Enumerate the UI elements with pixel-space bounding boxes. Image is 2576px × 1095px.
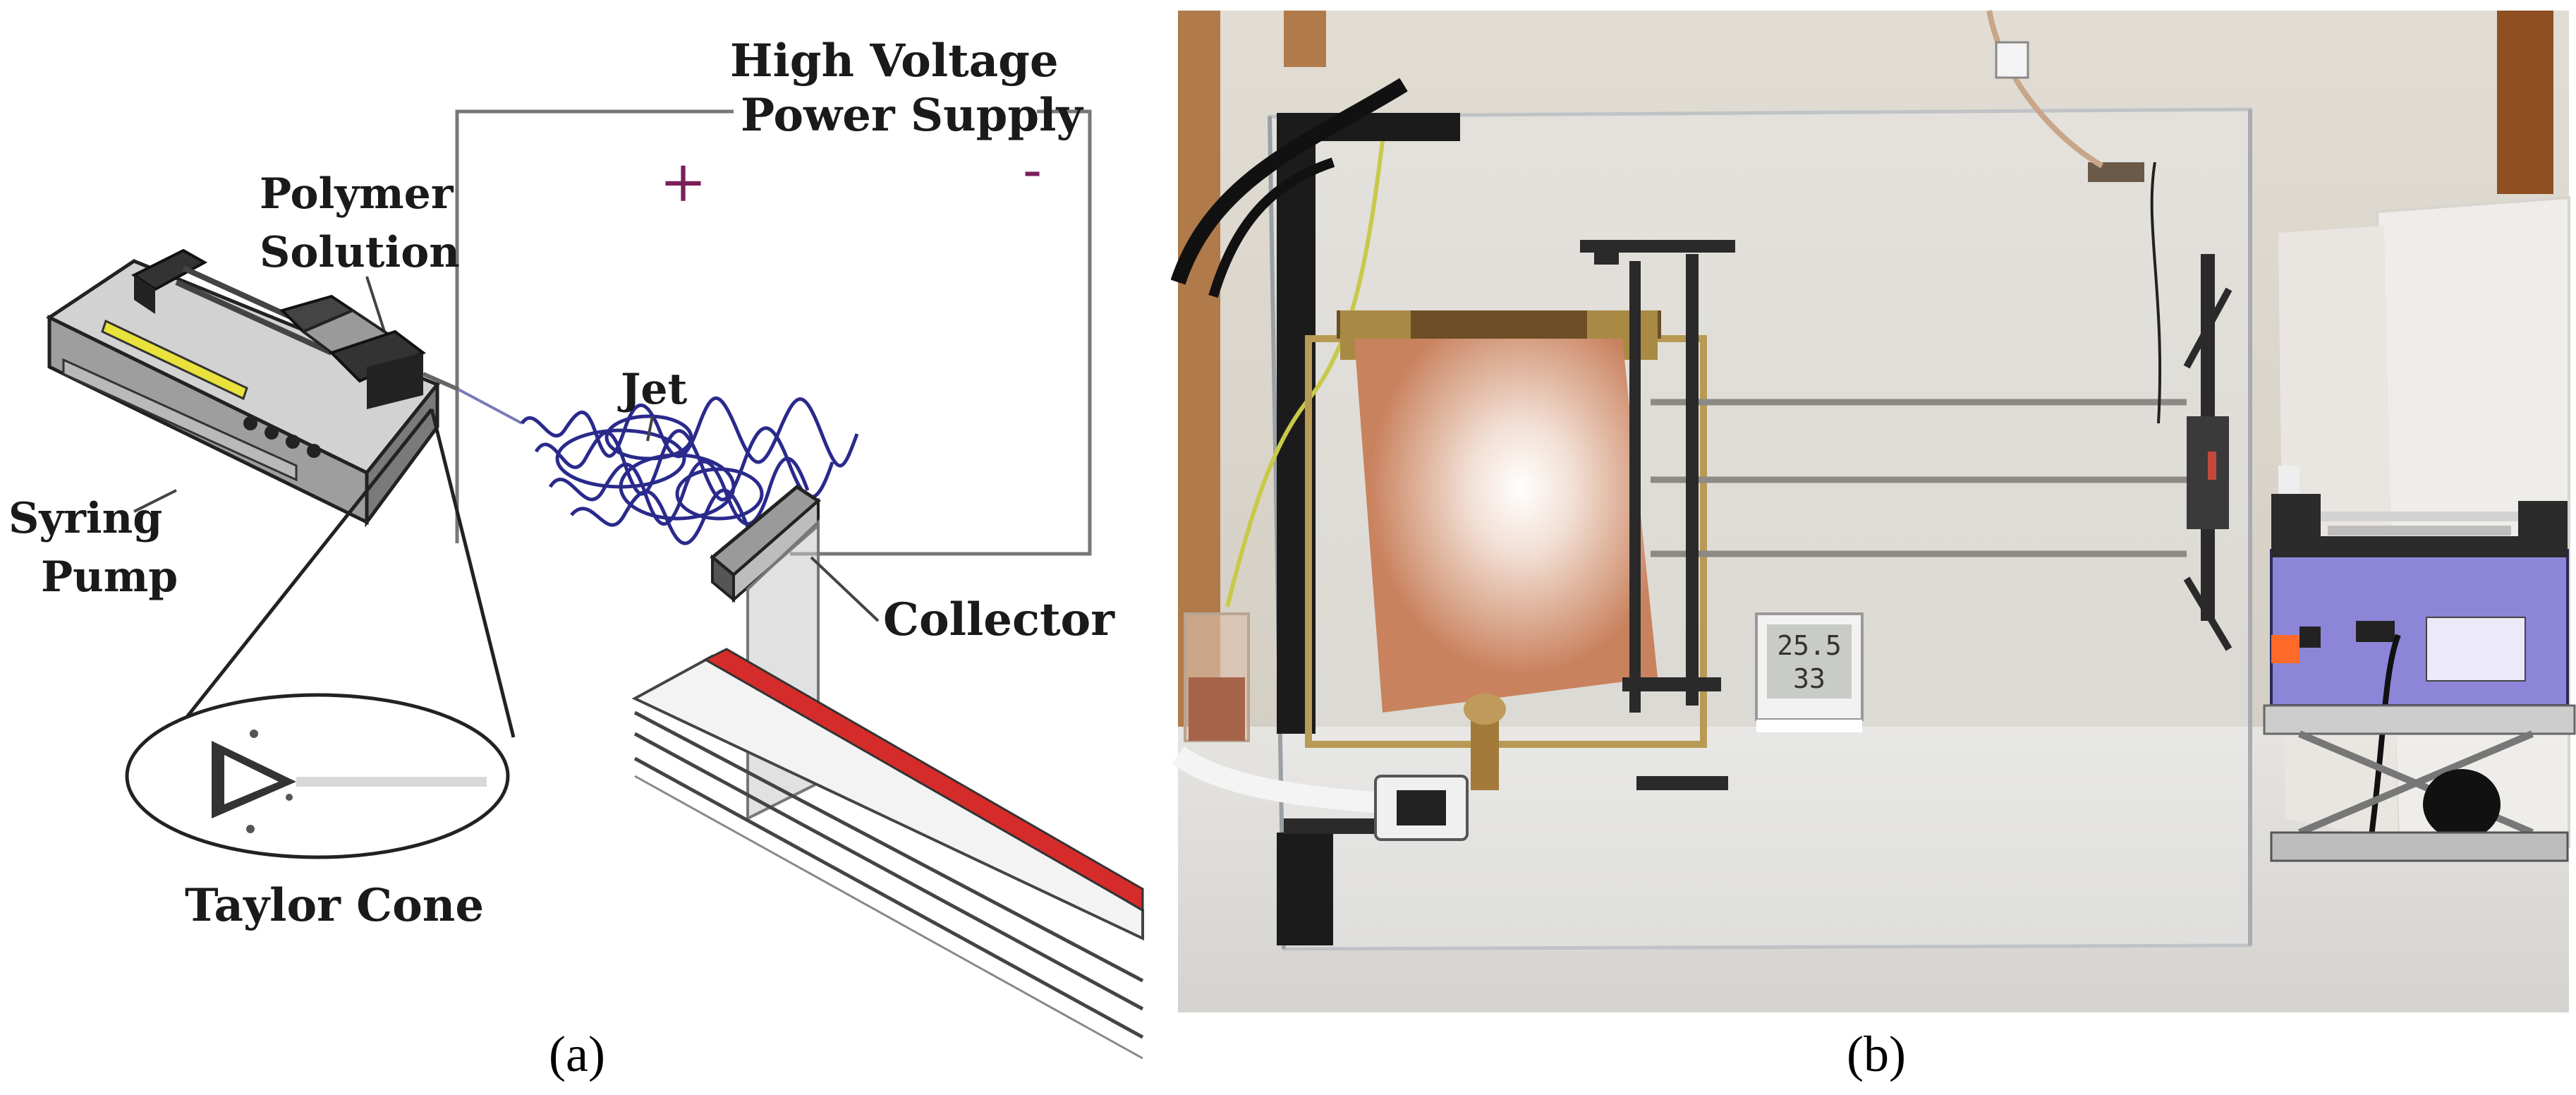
copper-collector-sheet <box>1354 339 1658 713</box>
syringe-pump-device <box>2270 466 2569 847</box>
power-supply-wire <box>455 109 734 543</box>
white-power-cord <box>1172 746 1398 815</box>
power-supply-label-line2: Power Supply <box>741 89 1083 142</box>
panel-a-caption: (a) <box>549 1026 605 1082</box>
wire-connector <box>1995 41 2029 79</box>
collector-label: Collector <box>883 593 1115 646</box>
panel-b-caption: (b) <box>1847 1026 1906 1082</box>
display-reading-top: 25.5 <box>1777 630 1842 661</box>
whipping-jet-coil <box>520 396 859 545</box>
panel-a-schematic: High Voltage Power Supply + - Polymer So… <box>0 0 1157 1095</box>
collector-leader-line <box>810 556 880 622</box>
jet-leader-line <box>646 416 654 442</box>
collector-stand-knob <box>1464 694 1506 725</box>
electrospinning-setup-photo: 25.5 33 (b) <box>1171 10 2576 1082</box>
guide-rods <box>1651 399 2187 557</box>
polymer-label-line1: Polymer <box>260 169 454 219</box>
needle-holder <box>2150 162 2232 651</box>
display-reading-bottom: 33 <box>1793 663 1825 694</box>
syringe-pump-leader-line <box>133 489 177 513</box>
power-supply-label-line1: High Voltage <box>730 35 1059 87</box>
taylor-cone-magnifier <box>125 408 516 859</box>
syringe-pump-label-line2: Pump <box>41 552 178 602</box>
thermo-hygrometer: 25.5 33 <box>1755 612 1864 732</box>
jet-label: Jet <box>617 365 688 414</box>
taylor-cone-label: Taylor Cone <box>185 879 484 932</box>
black-cable <box>1208 157 1335 298</box>
support-frame <box>1284 240 1735 834</box>
panel-b-photo: 25.5 33 (b) <box>1171 0 2576 1095</box>
collector-rail <box>631 648 1144 1060</box>
polymer-leader-line <box>365 276 386 332</box>
electrode-wire <box>1986 10 2104 169</box>
beaker-contents <box>1189 677 1245 741</box>
collector-stand-post <box>1471 713 1499 790</box>
polymer-label-line2: Solution <box>260 228 460 277</box>
electrospinning-schematic: High Voltage Power Supply + - Polymer So… <box>8 35 1144 1082</box>
syringe-pump-label-line1: Syring <box>8 494 162 543</box>
green-yellow-wire <box>1225 140 1385 607</box>
syringe-pump-icon <box>45 248 460 528</box>
jet-stream-line <box>458 388 523 425</box>
positive-terminal-sign: + <box>660 149 707 214</box>
wood-frame-top <box>1284 11 1326 67</box>
power-socket-face <box>1397 790 1446 825</box>
lab-jack <box>2263 704 2576 862</box>
negative-terminal-sign: - <box>1023 137 1042 202</box>
ground-wire <box>790 109 1092 556</box>
black-hose <box>1171 78 1408 285</box>
wood-frame-right <box>2497 11 2553 194</box>
